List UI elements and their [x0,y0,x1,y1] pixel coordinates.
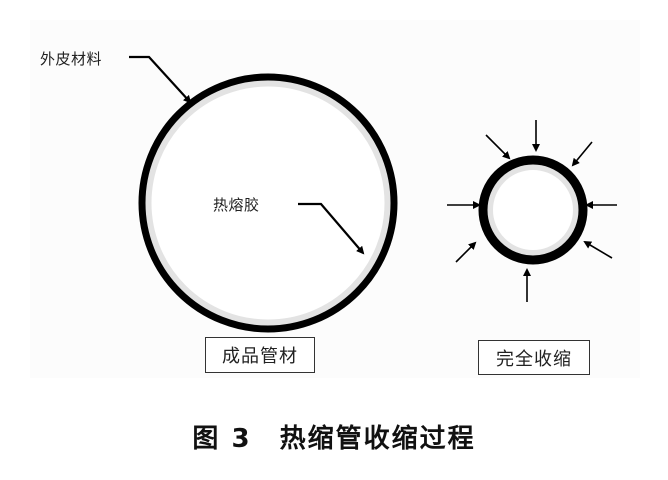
adhesive-leader-arrow [298,202,365,255]
shrunk-tube-circle [478,155,588,265]
figure-caption: 图 3 热缩管收缩过程 [0,418,668,455]
hot-melt-adhesive-label: 热熔胶 [213,196,260,214]
outer-material-label: 外皮材料 [40,50,103,68]
finished-tube-box: 成品管材 [205,337,315,373]
outer-material-leader-arrow [129,55,192,104]
finished-tube-circle [138,73,398,333]
compression-arrows [447,120,617,302]
fully-shrunk-box: 完全收缩 [478,340,590,375]
figure-number: 图 3 [192,424,252,454]
figure-title: 热缩管收缩过程 [279,424,476,454]
